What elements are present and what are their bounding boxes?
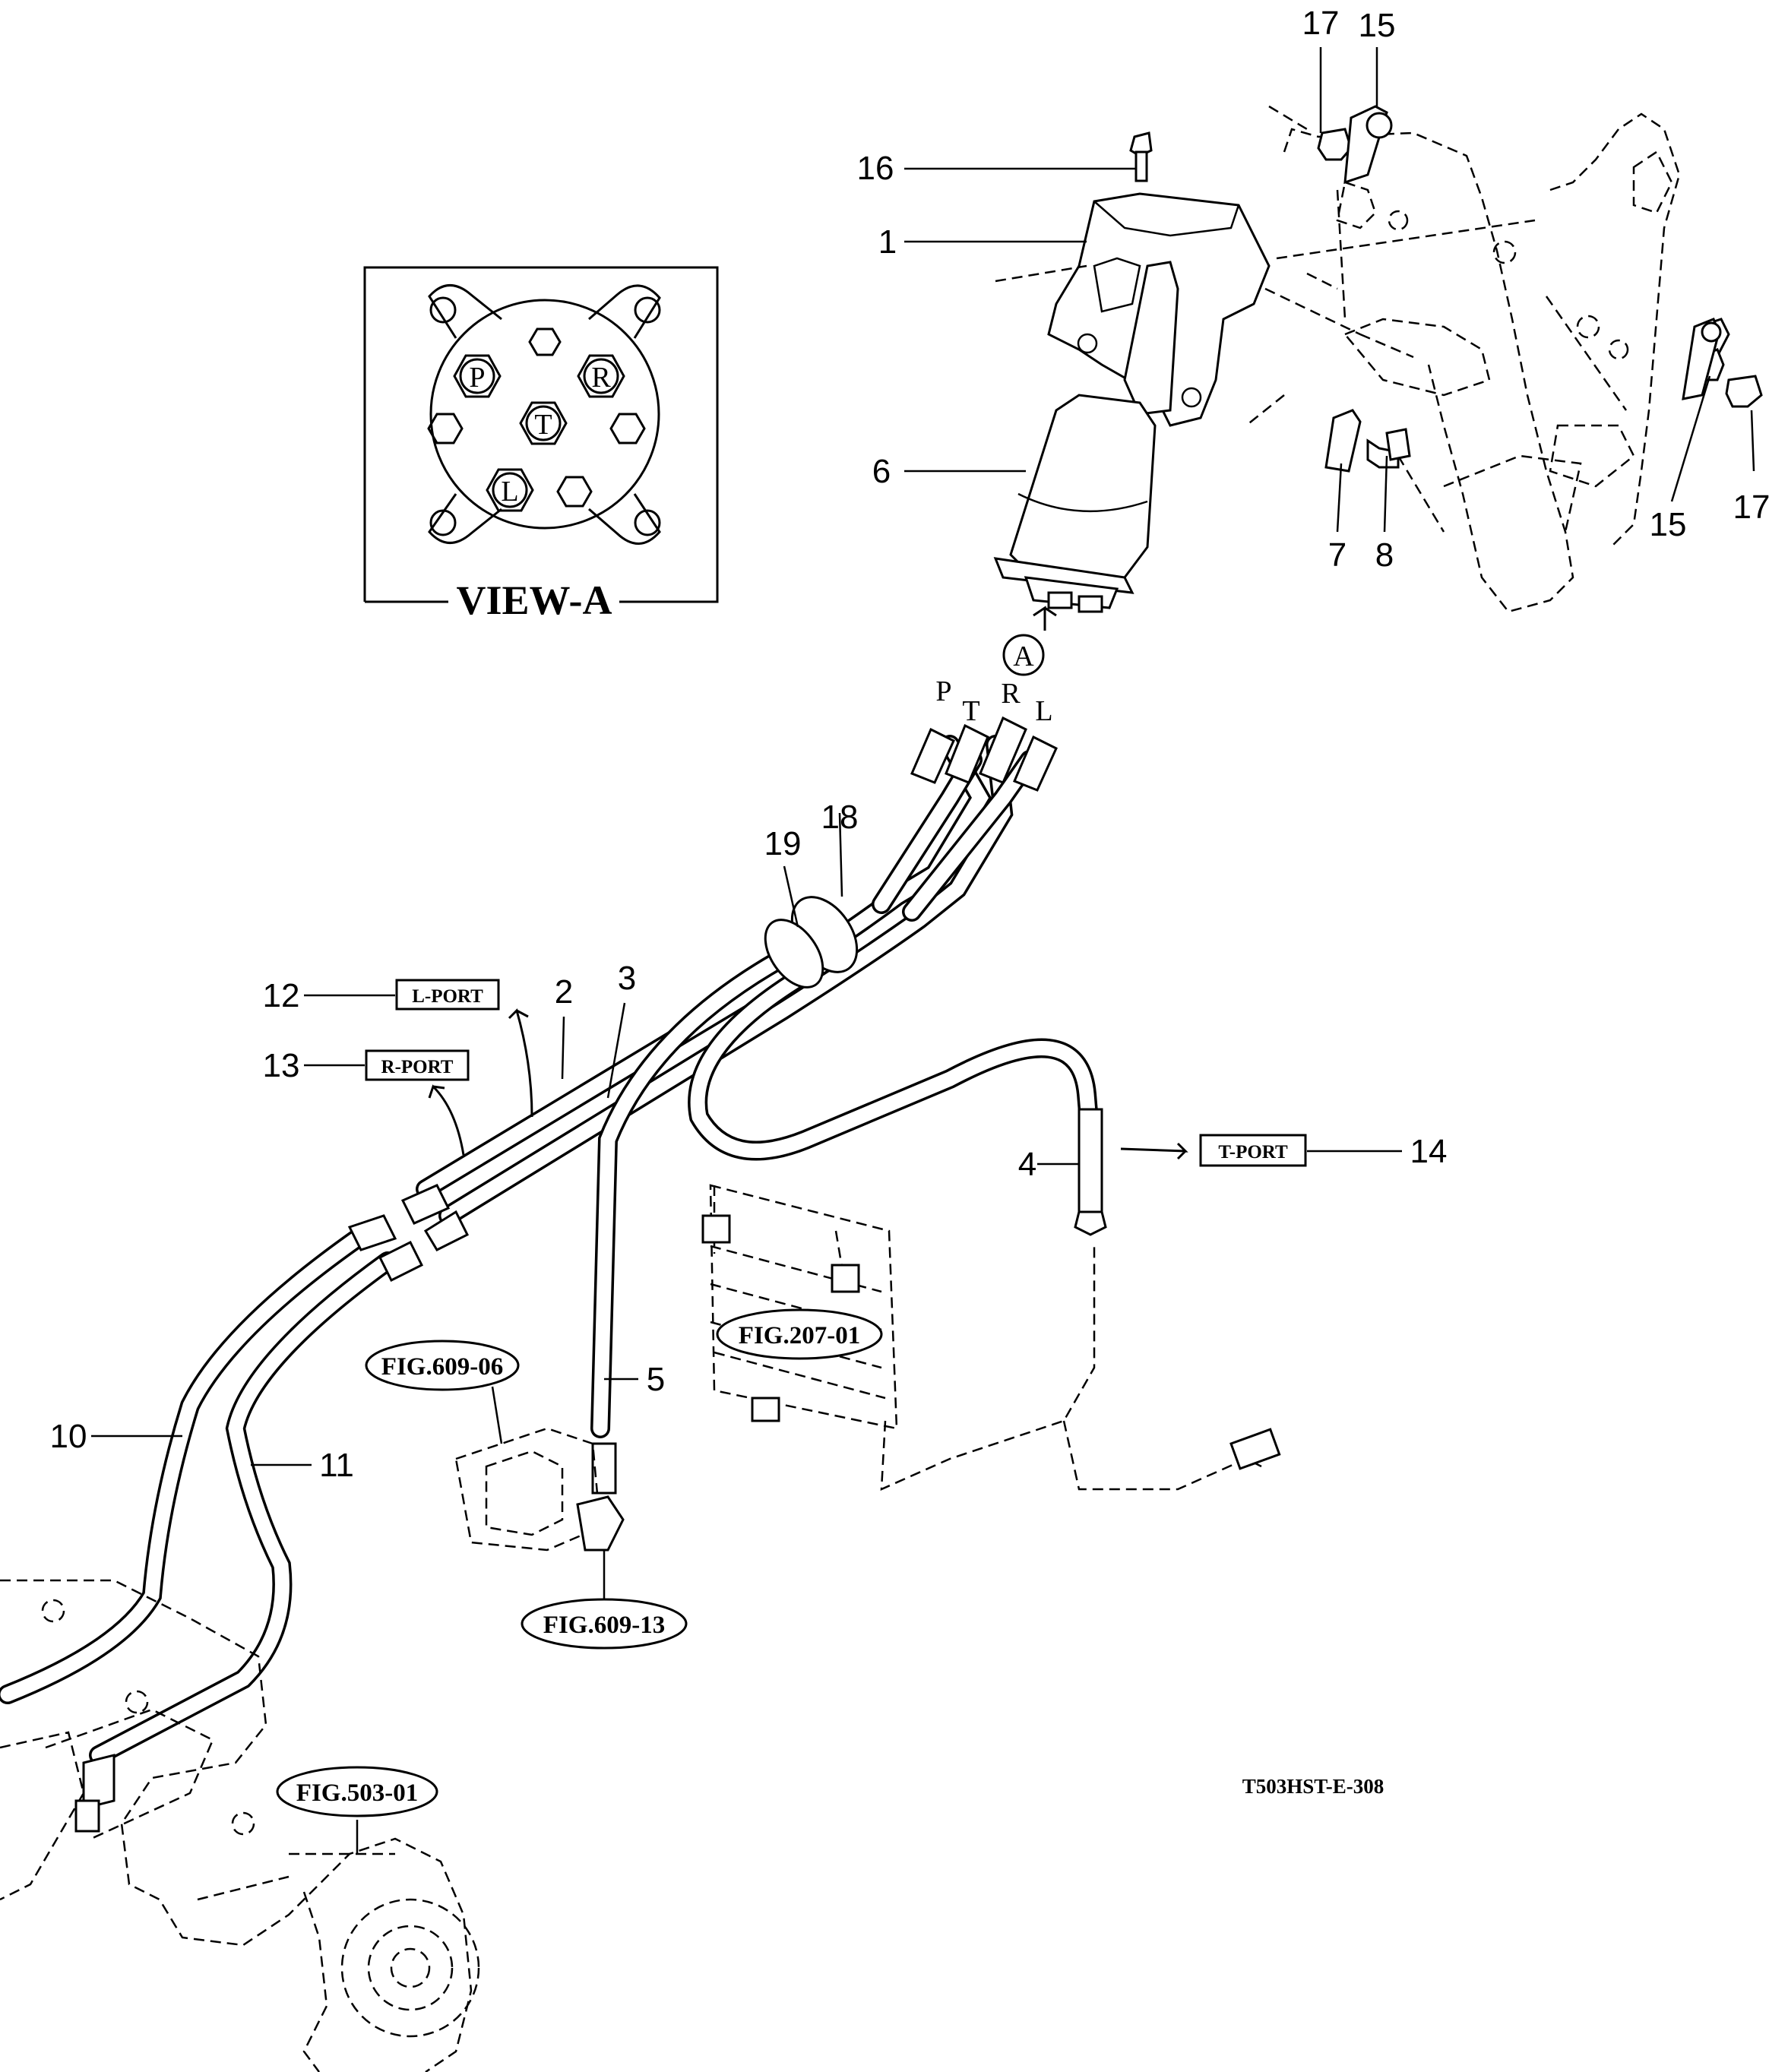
callout-8: 8: [1375, 536, 1394, 574]
callout-6: 6: [872, 453, 891, 490]
fig-503-01-label: FIG.503-01: [296, 1779, 418, 1807]
callout-16: 16: [857, 150, 894, 187]
callout-11: 11: [319, 1447, 354, 1484]
drawing-code: T503HST-E-308: [1242, 1775, 1385, 1798]
callout-13: 13: [263, 1047, 300, 1084]
callout-numbers: 1 2 3 4 5 6 7 8 10 11 12 13 14 15 15 16 …: [50, 5, 1769, 1484]
fasteners: [1129, 105, 1763, 473]
view-a-title: VIEW-A: [456, 577, 612, 623]
callout-4: 4: [1018, 1146, 1036, 1183]
steering-unit: [993, 394, 1157, 613]
hose-port-label-p: P: [935, 675, 951, 707]
view-a-port-l: L: [501, 476, 518, 508]
fig-207-01-label: FIG.207-01: [739, 1322, 860, 1349]
hoses: [0, 735, 1100, 1765]
view-a-arrow-label: A: [1013, 641, 1034, 672]
r-port-label: R-PORT: [381, 1057, 454, 1077]
callout-3: 3: [618, 960, 636, 997]
hose-port-label-l: L: [1035, 695, 1052, 727]
callout-2: 2: [555, 973, 573, 1011]
hose-port-label-r: R: [1001, 678, 1021, 710]
callout-15-right: 15: [1650, 506, 1687, 543]
hose-clamps: [764, 896, 859, 989]
callout-18: 18: [821, 799, 859, 836]
lower-fittings: [347, 1108, 1107, 1495]
view-a-arrow: A: [1002, 606, 1057, 676]
callout-10: 10: [50, 1418, 87, 1455]
front-axle: [0, 1579, 480, 2072]
steering-frame-dashed: [1264, 105, 1681, 613]
fig-609-06-label: FIG.609-06: [381, 1353, 503, 1381]
view-a-port-r: R: [591, 362, 611, 394]
callout-15-top: 15: [1359, 7, 1396, 44]
leader-lines: [91, 47, 1755, 1854]
fig-609-13-label: FIG.609-13: [543, 1612, 665, 1639]
pump: [454, 1427, 625, 1552]
hose-port-label-t: T: [962, 695, 979, 727]
l-port-label: L-PORT: [412, 986, 483, 1007]
view-a-port-t: T: [534, 409, 552, 441]
callout-5: 5: [647, 1361, 665, 1398]
view-a-port-p: P: [469, 362, 485, 394]
callout-14: 14: [1410, 1133, 1448, 1170]
callout-7: 7: [1328, 536, 1347, 574]
t-port-label: T-PORT: [1218, 1142, 1288, 1163]
hose-fittings-top: P T R L: [910, 675, 1058, 792]
callout-12: 12: [263, 977, 300, 1014]
port-boxes: L-PORT R-PORT T-PORT: [365, 979, 1307, 1167]
view-a-inset: P R T L VIEW-A: [363, 266, 719, 623]
callout-17-right: 17: [1733, 489, 1769, 526]
callout-1: 1: [878, 223, 897, 261]
callout-19: 19: [764, 825, 802, 862]
oil-cooler: [701, 1184, 1281, 1491]
figure-references: FIG.609-06 FIG.207-01 FIG.609-13 FIG.503…: [276, 1308, 883, 1817]
callout-17-top: 17: [1302, 5, 1340, 42]
steering-bracket: [995, 192, 1536, 427]
